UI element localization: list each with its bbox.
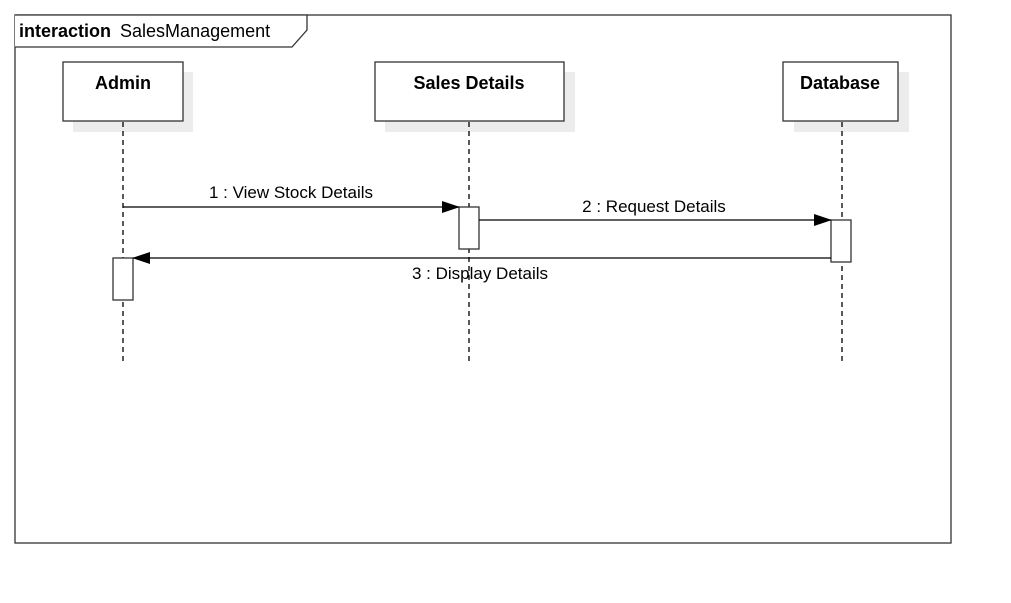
frame-keyword: interaction	[19, 21, 111, 41]
lifeline-sales-details: Sales Details	[374, 61, 575, 362]
frame-title: interaction SalesManagement	[19, 21, 270, 41]
message-2-label: 2 : Request Details	[582, 197, 726, 216]
frame-tab	[15, 14, 308, 48]
message-2: 2 : Request Details	[479, 197, 832, 226]
lifeline-admin: Admin	[62, 61, 193, 362]
frame-name: SalesManagement	[120, 21, 270, 41]
message-1-label: 1 : View Stock Details	[209, 183, 373, 202]
lifeline-database-label: Database	[800, 73, 880, 93]
activation-bar-database	[830, 219, 852, 263]
lifeline-admin-label: Admin	[95, 73, 151, 93]
lifeline-database-box	[782, 61, 899, 122]
message-1: 1 : View Stock Details	[123, 183, 460, 213]
lifeline-admin-box	[62, 61, 184, 122]
activation-bar-sales-details	[458, 206, 480, 250]
message-3-label: 3 : Display Details	[412, 264, 548, 283]
lifeline-sales-details-label: Sales Details	[413, 73, 524, 93]
message-3: 3 : Display Details	[132, 252, 831, 283]
activation-bar-admin	[112, 257, 134, 301]
lifeline-database: Database	[782, 61, 909, 362]
lifeline-sales-details-box	[374, 61, 565, 122]
